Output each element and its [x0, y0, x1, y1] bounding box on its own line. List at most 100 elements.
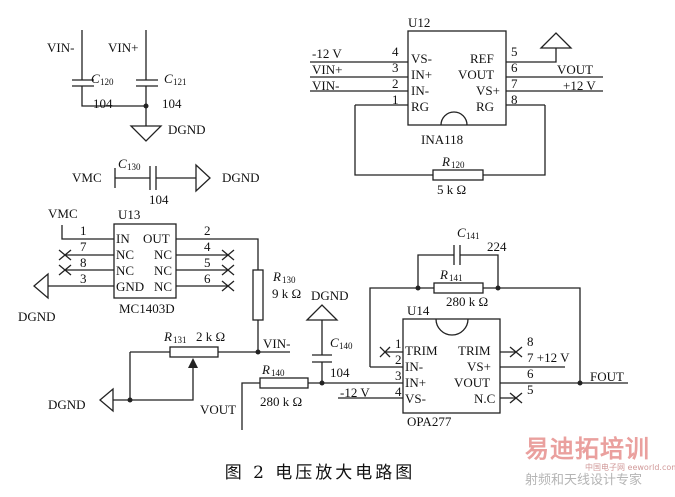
schematic-label: 3 [80, 271, 87, 286]
wire [72, 30, 158, 126]
schematic-label: 4 [392, 44, 399, 59]
schematic-label: VMC [72, 170, 102, 185]
schematic-label: 8 [511, 92, 518, 107]
schematic-label: 4 [204, 239, 211, 254]
schematic-label: 280 k Ω [446, 294, 488, 309]
schematic-label: 120 [100, 77, 114, 87]
schematic-label: DGND [311, 288, 349, 303]
schematic-label: IN- [411, 83, 429, 98]
schematic-label: OUT [143, 231, 170, 246]
ground-icon [33, 272, 49, 300]
schematic-label: NC [116, 263, 134, 278]
schematic-label: VOUT [454, 375, 490, 390]
schematic-label: VS+ [467, 359, 491, 374]
junction-dot [255, 349, 261, 355]
schematic-label: U13 [118, 207, 140, 222]
schematic-label: U12 [408, 15, 430, 30]
schematic-label: 141 [449, 273, 463, 283]
schematic-label: +12 V [563, 78, 596, 93]
wire [440, 111, 468, 126]
junction-dot [143, 103, 149, 109]
schematic-label: R [272, 269, 281, 284]
schematic-label: 3 [395, 368, 402, 383]
wire [354, 105, 546, 176]
wire [310, 48, 603, 106]
schematic-label: 131 [173, 335, 187, 345]
schematic-label: VS- [405, 391, 426, 406]
schematic-label: VIN- [263, 336, 290, 351]
wire [113, 351, 290, 401]
schematic-label: VS- [411, 51, 432, 66]
schematic-label: N.C [474, 391, 495, 406]
schematic-label: IN [116, 231, 130, 246]
wire [407, 30, 507, 126]
schematic-label: C [118, 156, 127, 171]
ground-icon [539, 32, 573, 49]
schematic-label: 5 [527, 382, 534, 397]
junction-dot [319, 380, 325, 386]
schematic-label: -12 V [340, 385, 370, 400]
schematic-label: 120 [451, 160, 465, 170]
schematic-label: 5 k Ω [437, 182, 466, 197]
wire [114, 163, 211, 193]
schematic-label: TRIM [458, 343, 491, 358]
schematic-label: VMC [48, 206, 78, 221]
schematic-label: 104 [93, 96, 113, 111]
wire [113, 223, 177, 299]
net-label: VIN- [47, 40, 74, 55]
schematic-label: 2 [392, 76, 399, 91]
schematic-label: C [457, 225, 466, 240]
ground-icon [305, 304, 339, 321]
schematic-label: 130 [127, 162, 141, 172]
schematic-label: VOUT [557, 62, 593, 77]
schematic-label: 130 [282, 275, 296, 285]
schematic-label: GND [116, 279, 144, 294]
net-label: VIN+ [108, 40, 138, 55]
schematic-label: 140 [271, 368, 285, 378]
schematic-label: REF [470, 51, 494, 66]
schematic-label: 140 [339, 341, 353, 351]
schematic-label: DGND [48, 397, 86, 412]
schematic-label: 2 k Ω [196, 329, 225, 344]
schematic-label: VIN- [312, 78, 339, 93]
resistor-r140 [259, 377, 309, 389]
schematic-label: R [439, 267, 448, 282]
schematic-label: RG [476, 99, 494, 114]
schematic-label: 104 [162, 96, 182, 111]
schematic-label: 4 [395, 384, 402, 399]
schematic-label: 121 [173, 77, 187, 87]
schematic-label: 1 [395, 336, 402, 351]
schematic-label: MC1403D [119, 301, 175, 316]
schematic-label: TRIM [405, 343, 438, 358]
junction-dot [495, 285, 501, 291]
schematic-label: 1 [80, 223, 87, 238]
resistor-r130 [252, 269, 264, 321]
potentiometer-r131 [169, 346, 219, 358]
schematic-label: NC [154, 247, 172, 262]
schematic-label: DGND [222, 170, 260, 185]
junction-dot [577, 380, 583, 386]
schematic-label: C [91, 71, 100, 86]
schematic-label: U14 [407, 303, 430, 318]
resistor-r141 [433, 282, 484, 294]
capacitor-c141 [453, 245, 461, 265]
schematic-label: R [163, 329, 172, 344]
wire [241, 254, 628, 430]
schematic-label: VIN+ [312, 62, 342, 77]
ground-icon [98, 387, 114, 413]
schematic-label: 7 +12 V [527, 350, 570, 365]
schematic-label: 8 [80, 255, 87, 270]
wiper-arrow-icon [188, 358, 198, 368]
schematic-label: NC [116, 247, 134, 262]
schematic-label: IN- [405, 359, 423, 374]
schematic-label: FOUT [590, 369, 624, 384]
schematic-label: 104 [330, 365, 350, 380]
schematic-label: DGND [168, 122, 206, 137]
schematic-label: IN+ [405, 375, 426, 390]
schematic-label: VOUT [458, 67, 494, 82]
no-connect-icon [379, 346, 523, 404]
resistor-r120 [432, 169, 484, 181]
